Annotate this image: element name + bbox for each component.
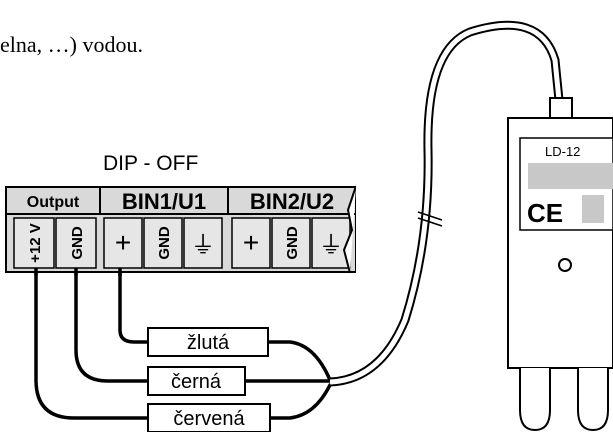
dip-label: DIP - OFF (103, 152, 198, 175)
sensor-ld12: LD-12 CE (507, 97, 613, 432)
sensor-cable (329, 20, 565, 387)
probe-left (519, 368, 551, 432)
led-indicator (558, 258, 572, 272)
wire-plus12v (34, 270, 150, 420)
wire-label-yellow-text: žlutá (187, 332, 230, 354)
pin-ground-bin1: ⏚ (191, 232, 215, 259)
sensor-model-label: LD-12 (545, 144, 580, 159)
page-text: elna, …) vodou. (0, 32, 143, 57)
wire-gnd (74, 270, 150, 383)
pin-plus-bin1: + (115, 227, 131, 258)
group-output: Output (27, 194, 80, 211)
wire-label-black: černá (147, 366, 246, 396)
pin-ground-bin2: ⏚ (319, 232, 343, 259)
wire-label-yellow: žlutá (147, 327, 269, 357)
pin-gnd-output: GND (69, 226, 86, 260)
wire-bin1-plus (118, 270, 150, 344)
wires (34, 270, 332, 420)
group-bin1: BIN1/U1 (122, 189, 206, 214)
pin-gnd-bin1: GND (156, 226, 173, 260)
pin-plus-bin2: + (243, 227, 259, 258)
wire-label-red-text: červená (173, 408, 245, 430)
pin-plus12v: +12 V (27, 223, 44, 263)
pin-gnd-bin2: GND (284, 226, 301, 260)
group-bin2: BIN2/U2 (250, 189, 334, 214)
wire-right-yellow (266, 340, 332, 382)
ce-mark: CE (527, 198, 563, 228)
wire-label-red: červená (147, 403, 271, 432)
terminal-block: Output BIN1/U1 BIN2/U2 +12 V GND + GND ⏚ (5, 184, 364, 276)
wire-label-black-text: černá (171, 371, 222, 393)
wire-right-red (268, 383, 332, 420)
probe-right (577, 368, 609, 432)
